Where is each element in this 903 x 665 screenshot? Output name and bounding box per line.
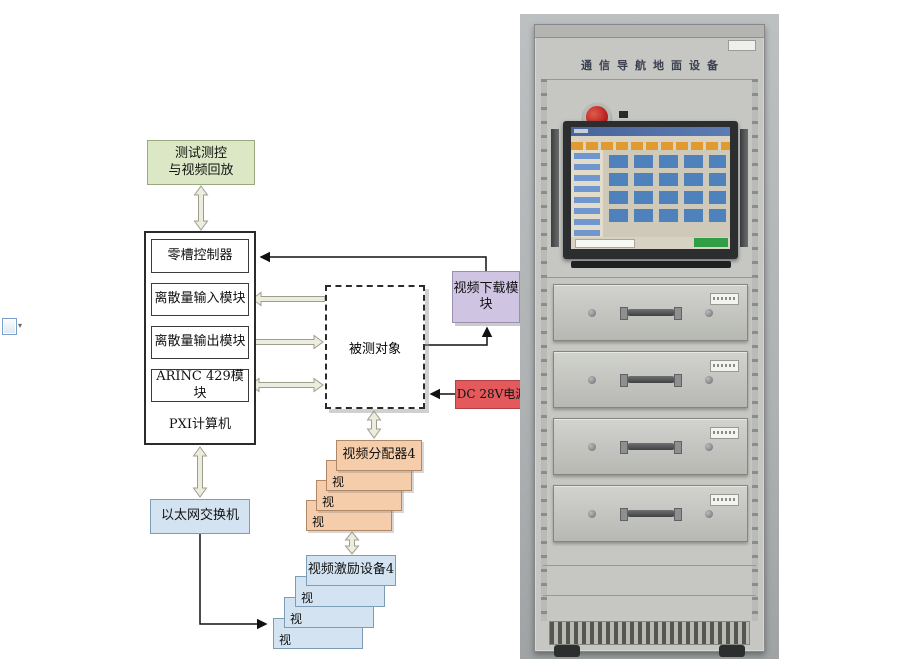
node-video-exciter: 视频激励设备4 <box>306 555 396 586</box>
node-video-splitter: 视频分配器4 <box>336 440 422 471</box>
screen-button-grid <box>603 150 730 237</box>
drawer-latch[interactable] <box>705 443 713 451</box>
drawer-latch[interactable] <box>588 376 596 384</box>
panel-seam <box>543 79 756 80</box>
screen-menubar <box>571 136 730 142</box>
arrow-dut-to-splitter <box>366 410 382 439</box>
panel-seam <box>543 277 756 278</box>
equipment-rack-photo: 通信导航地面设备 <box>520 14 779 659</box>
screen-toolbar <box>571 142 730 150</box>
screen-button-row <box>609 155 726 168</box>
screen-sidebar-list <box>574 153 600 237</box>
drawer-latch[interactable] <box>588 309 596 317</box>
drawer-label <box>710 360 739 372</box>
node-discrete-input: 离散量输入模块 <box>151 283 249 316</box>
node-device-under-test: 被测对象 <box>325 285 425 409</box>
rack-title: 通信导航地面设备 <box>581 59 725 72</box>
rack-caster-left <box>554 645 580 657</box>
drawer-latch[interactable] <box>705 510 713 518</box>
drawer-label <box>710 293 739 305</box>
rack-rail-right <box>752 79 758 621</box>
screen-body <box>571 150 730 237</box>
screen-titlebar <box>571 127 730 136</box>
node-video-download: 视频下载模 块 <box>452 271 520 323</box>
screen-status-indicator <box>694 238 728 247</box>
screen-sidebar <box>571 150 603 237</box>
monitor-screen <box>571 127 730 249</box>
drawer-handle[interactable] <box>619 441 682 454</box>
arrow-pxi-to-ethernet <box>192 446 208 498</box>
arrow-discrete-output-to-dut <box>249 334 324 350</box>
key-switch <box>619 111 628 118</box>
panel-seam <box>543 595 756 596</box>
drawer-latch[interactable] <box>705 309 713 317</box>
keyboard-ledge <box>571 261 731 268</box>
arrow-test-to-chassis <box>193 185 209 231</box>
drawer-handle[interactable] <box>619 508 682 521</box>
screen-button-row <box>609 209 726 222</box>
rack-cabinet: 通信导航地面设备 <box>534 24 765 652</box>
drawer-latch[interactable] <box>588 443 596 451</box>
node-ethernet-switch: 以太网交换机 <box>150 499 250 534</box>
rack-top-cap <box>535 25 764 38</box>
monitor-latch-left <box>551 129 559 247</box>
rack-vent <box>549 621 750 645</box>
panel-seam <box>543 565 756 566</box>
rack-monitor <box>563 121 738 259</box>
rack-caster-right <box>719 645 745 657</box>
drawer-handle[interactable] <box>619 374 682 387</box>
drawer-label <box>710 494 739 506</box>
drawer-label <box>710 427 739 439</box>
screen-status-field <box>575 239 635 248</box>
line-video-download-to-zero-slot <box>259 251 487 271</box>
node-zero-slot-controller: 零槽控制器 <box>151 239 249 273</box>
rack-drawer-3 <box>553 418 748 475</box>
node-discrete-output: 离散量输出模块 <box>151 326 249 359</box>
clipboard-icon <box>2 317 17 335</box>
chevron-down-icon: ▾ <box>18 321 23 330</box>
screen-button-row <box>609 191 726 204</box>
line-dut-to-video-download <box>425 326 493 346</box>
monitor-latch-right <box>740 129 748 247</box>
screen-statusbar <box>571 237 730 249</box>
node-arinc429: ARINC 429模块 <box>151 369 249 402</box>
rack-rail-left <box>541 79 547 621</box>
drawer-latch[interactable] <box>705 376 713 384</box>
arrow-dut-to-discrete-input <box>251 291 326 307</box>
arrow-arinc-dut-bidirectional <box>249 377 324 393</box>
diagram-arrows <box>192 185 493 630</box>
screen-button-row <box>609 173 726 186</box>
line-ethernet-to-exciter-stack <box>199 534 268 630</box>
rack-drawer-4 <box>553 485 748 542</box>
drawer-latch[interactable] <box>588 510 596 518</box>
node-dc-power: DC 28V电源 <box>455 380 529 409</box>
paste-options-icon[interactable]: ▾ <box>2 317 24 335</box>
rack-top-sticker <box>728 40 756 51</box>
drawer-handle[interactable] <box>619 307 682 320</box>
arrow-splitter-to-exciter <box>344 531 360 555</box>
rack-drawer-1 <box>553 284 748 341</box>
node-pxi-computer: PXI计算机 <box>168 416 232 432</box>
rack-drawer-2 <box>553 351 748 408</box>
node-test-playback: 测试测控 与视频回放 <box>147 140 255 185</box>
